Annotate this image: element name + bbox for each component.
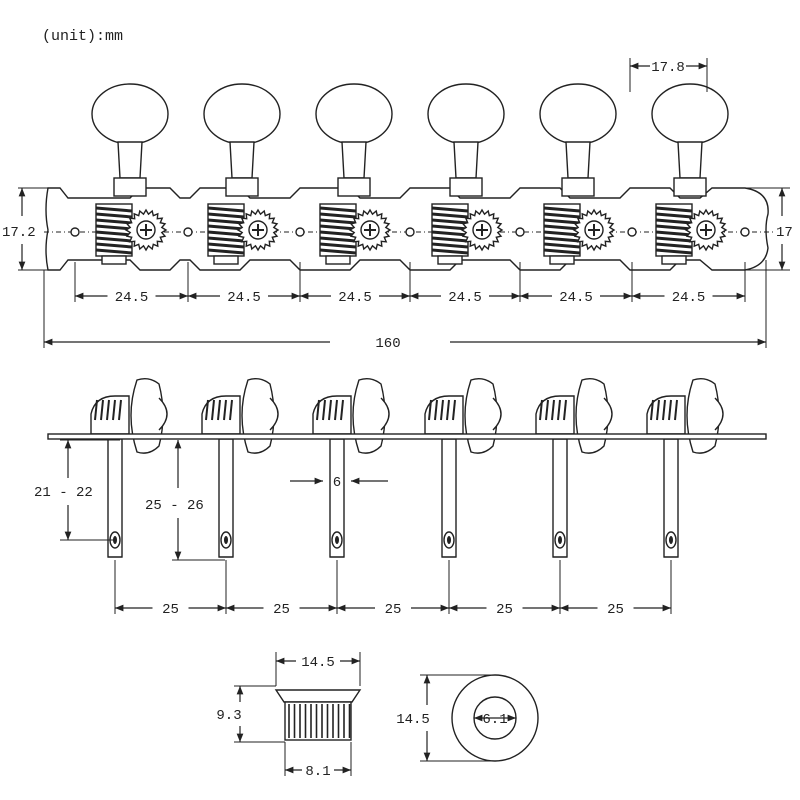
top-tuner [315,83,393,265]
side-spacing-label: 25 [496,602,513,618]
worm-spring [655,203,693,265]
bushing-top-width-label: 14.5 [301,655,335,671]
worm-spring [319,203,357,265]
unit-note: (unit):mm [42,28,123,45]
mounting-hole [627,227,637,237]
worm-spring [431,203,469,265]
top-tuner [427,83,505,265]
top-spacing-label: 24.5 [338,290,372,306]
side-tuner [312,377,390,558]
side-tuner [424,377,502,558]
shaft-diameter-label: 6 [333,475,341,491]
mounting-hole [183,227,193,237]
top-view: 17.8 17.2 17 24.5 24.5 24.5 24.5 24.5 24.5 16… [2,58,793,352]
side-spacing-label: 25 [273,602,290,618]
tuner-stem [565,141,591,179]
bushing-outer-diameter-label: 14.5 [396,712,430,728]
tuner-stem [229,141,255,179]
top-tuner [539,83,617,265]
worm-spring [95,203,133,265]
total-length-label: 160 [375,336,400,352]
tuner-collar [449,177,483,197]
button-stem-side [714,397,724,431]
side-tuner [646,377,724,558]
string-hole-inner [558,536,562,544]
button-stem-side [492,397,502,431]
top-spacing-label: 24.5 [115,290,149,306]
bushing-inner-diameter-label: 6.1 [482,712,507,728]
tuner-button [427,83,505,145]
tuner-stem [341,141,367,179]
mounting-hole [740,227,750,237]
tuner-button [315,83,393,145]
side-view: 21 - 22 25 - 26 6 25 25 25 25 25 [34,377,767,618]
tuner-button [203,83,281,145]
worm-spring [543,203,581,265]
tuner-collar [225,177,259,197]
mounting-hole [515,227,525,237]
worm-spring [207,203,245,265]
side-plate [47,433,767,440]
tuner-button-side [352,377,386,454]
string-hole-inner [669,536,673,544]
bushing-flange [274,689,362,703]
bushing-side-view: 14.5 9.3 8.1 [216,652,362,780]
top-tuner [651,83,729,265]
top-spacing-label: 24.5 [559,290,593,306]
bushing-knurling [288,704,351,738]
side-spacing-label: 25 [162,602,179,618]
button-stem-side [269,397,279,431]
tuner-button-side [241,377,275,454]
bushing-height-label: 9.3 [216,708,241,724]
mounting-hole [405,227,415,237]
tuner-button [539,83,617,145]
top-spacing-label: 24.5 [672,290,706,306]
side-spacing-label: 25 [385,602,402,618]
plate-height-left-label: 17.2 [2,225,36,241]
bushing-body [284,701,352,741]
tuner-collar [561,177,595,197]
side-tuner [201,377,279,558]
button-width-label: 17.8 [651,60,685,76]
top-spacing-label: 24.5 [448,290,482,306]
button-stem-side [380,397,390,431]
side-tuner [535,377,613,558]
tuner-button [91,83,169,145]
string-hole-inner [335,536,339,544]
bushing-bottom-width-label: 8.1 [305,764,330,780]
top-spacing-label: 24.5 [227,290,261,306]
mounting-hole [70,227,80,237]
tuner-button-side [686,377,720,454]
tuner-button-side [464,377,498,454]
string-hole-inner [224,536,228,544]
plate-height-right-label: 17 [776,225,793,241]
shaft-length-a-label: 21 - 22 [34,485,93,501]
top-tuner [203,83,281,265]
tuner-collar [673,177,707,197]
mounting-hole [295,227,305,237]
tuner-stem [453,141,479,179]
bushing-top-view: 6.1 14.5 [396,674,539,762]
side-tuner [90,377,168,558]
tuner-button [651,83,729,145]
tuner-collar [337,177,371,197]
side-spacing-label: 25 [607,602,624,618]
shaft-length-b-label: 25 - 26 [145,498,204,514]
tuner-collar [113,177,147,197]
top-tuner [91,83,169,265]
string-hole-inner [447,536,451,544]
tuner-stem [117,141,143,179]
tuner-button-side [575,377,609,454]
button-stem-side [158,397,168,431]
tuner-stem [677,141,703,179]
button-stem-side [603,397,613,431]
tuner-button-side [130,377,164,454]
